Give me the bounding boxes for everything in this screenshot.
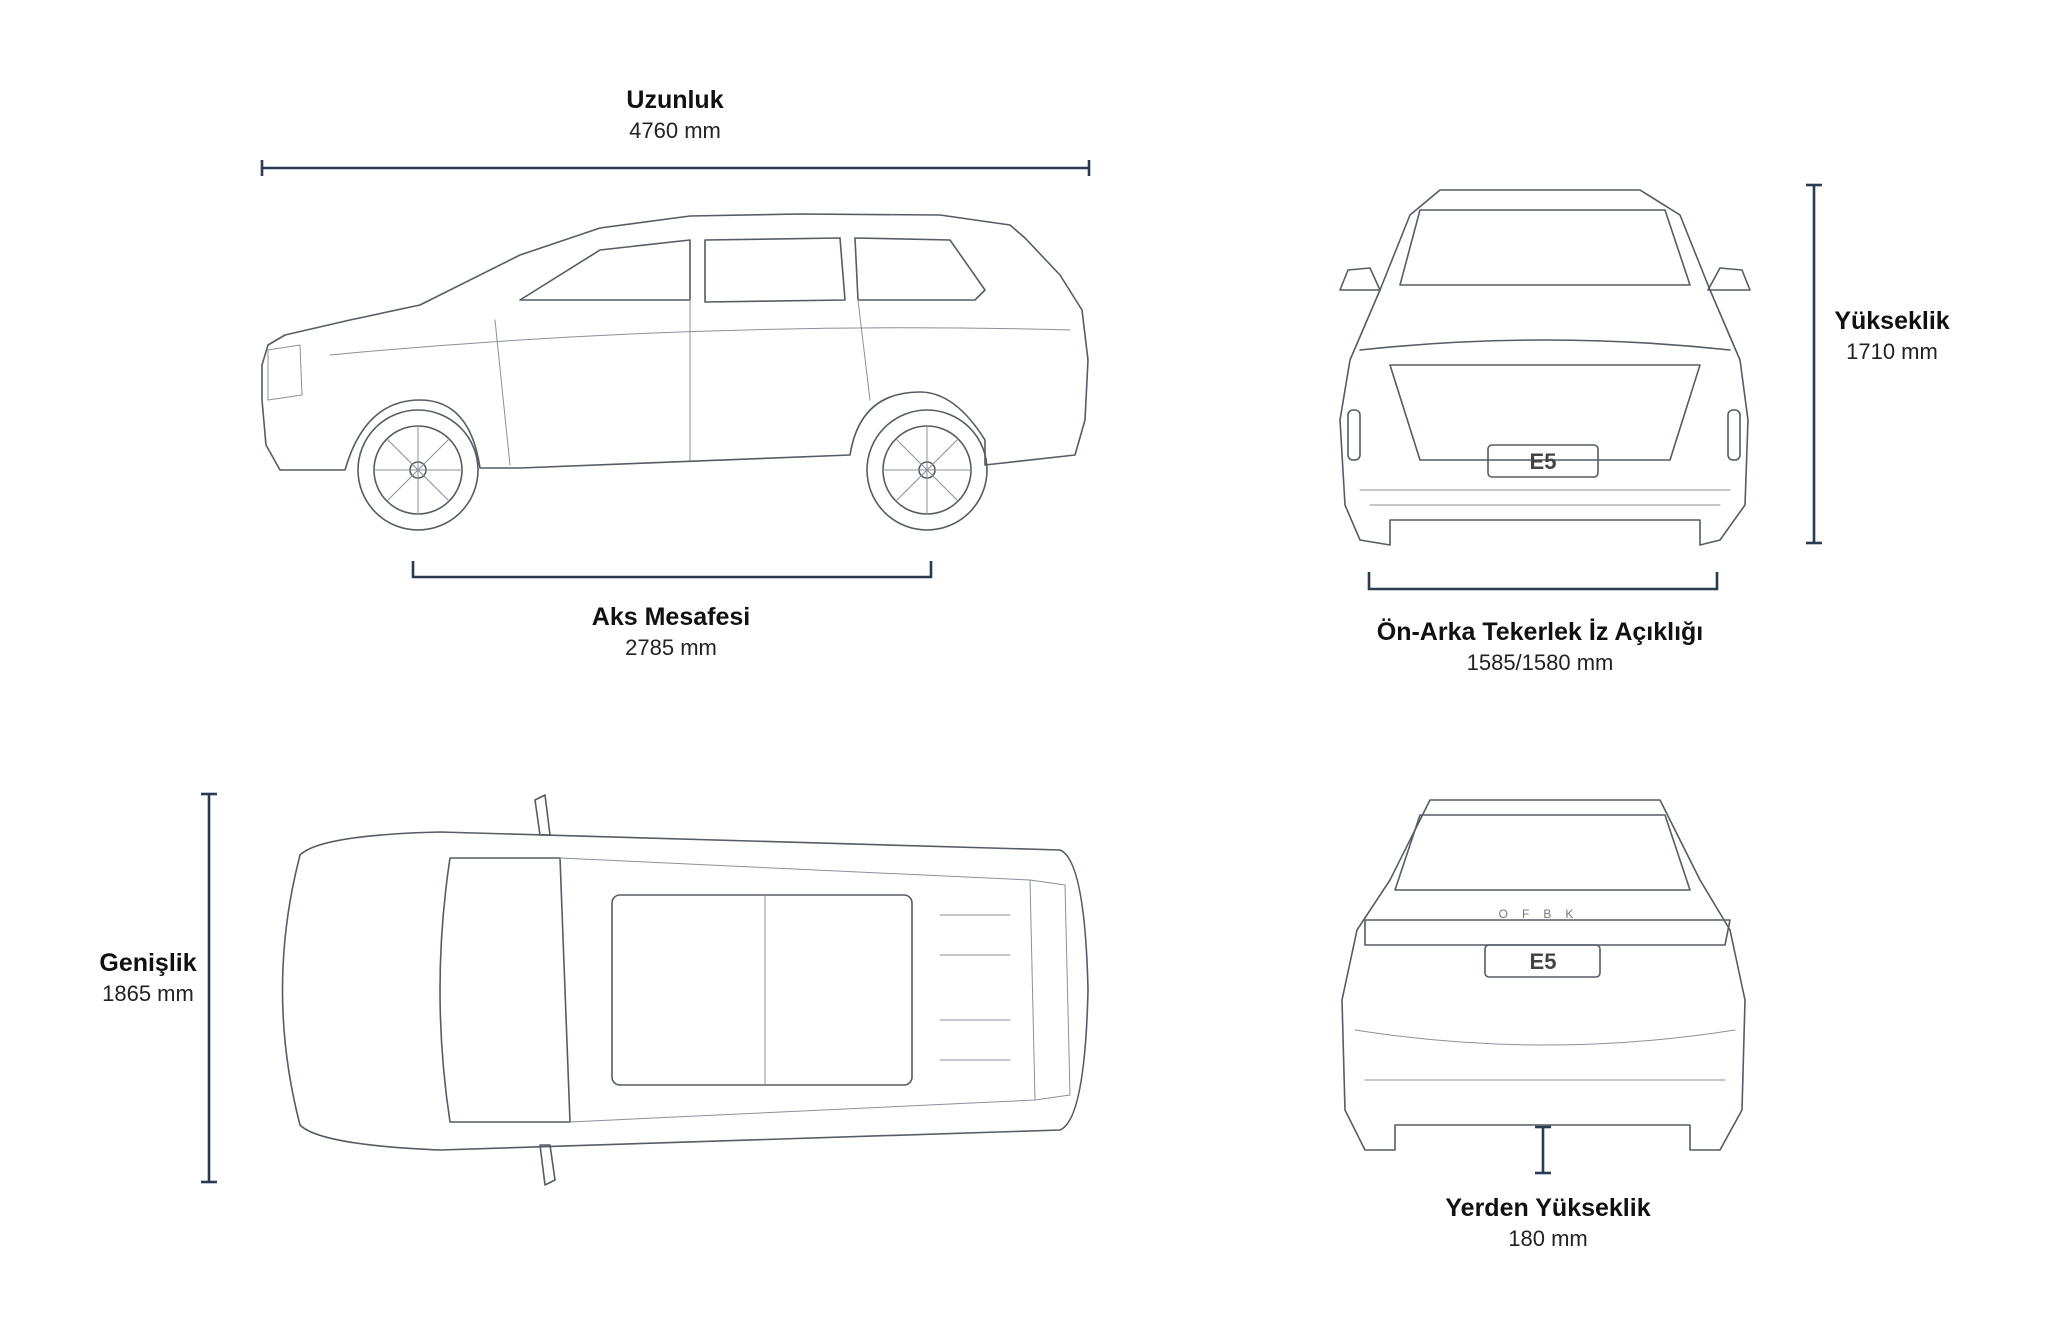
- height-value: 1710 mm: [1846, 339, 1938, 364]
- car-rear-view: OFBK E5: [1341, 799, 1746, 1151]
- car-front-view: E5: [1339, 189, 1751, 546]
- track-label: Ön-Arka Tekerlek İz Açıklığı 1585/1580 m…: [1377, 617, 1704, 679]
- car-side-view: [261, 213, 1089, 531]
- length-value: 4760 mm: [629, 118, 721, 143]
- wheelbase-value: 2785 mm: [625, 635, 717, 660]
- track-title: Ön-Arka Tekerlek İz Açıklığı: [1376, 618, 1704, 646]
- width-dimension-line: [201, 792, 217, 1184]
- front-plate-badge: E5: [1530, 449, 1557, 474]
- ground-clearance-title: Yerden Yükseklik: [1445, 1194, 1651, 1222]
- wheelbase-title: Aks Mesafesi: [591, 603, 751, 631]
- length-title: Uzunluk: [626, 86, 724, 114]
- wheelbase-label: Aks Mesafesi 2785 mm: [592, 602, 750, 664]
- length-label: Uzunluk 4760 mm: [626, 85, 723, 147]
- height-dimension-line: [1806, 183, 1822, 545]
- width-value: 1865 mm: [102, 981, 194, 1006]
- width-label: Genişlik 1865 mm: [99, 948, 196, 1010]
- length-dimension-line: [260, 160, 1091, 176]
- rear-plate-badge: E5: [1530, 949, 1557, 974]
- car-top-view: [281, 794, 1089, 1186]
- ground-clearance-line: [1535, 1125, 1551, 1175]
- wheelbase-bracket: [411, 561, 933, 579]
- height-title: Yükseklik: [1834, 307, 1950, 335]
- ground-clearance-value: 180 mm: [1508, 1226, 1588, 1251]
- width-title: Genişlik: [99, 949, 197, 977]
- ground-clearance-label: Yerden Yükseklik 180 mm: [1445, 1193, 1650, 1255]
- track-bracket: [1367, 572, 1719, 591]
- track-value: 1585/1580 mm: [1466, 650, 1614, 675]
- height-label: Yükseklik 1710 mm: [1834, 306, 1949, 368]
- rear-brand-lettering: OFBK: [1499, 907, 1588, 921]
